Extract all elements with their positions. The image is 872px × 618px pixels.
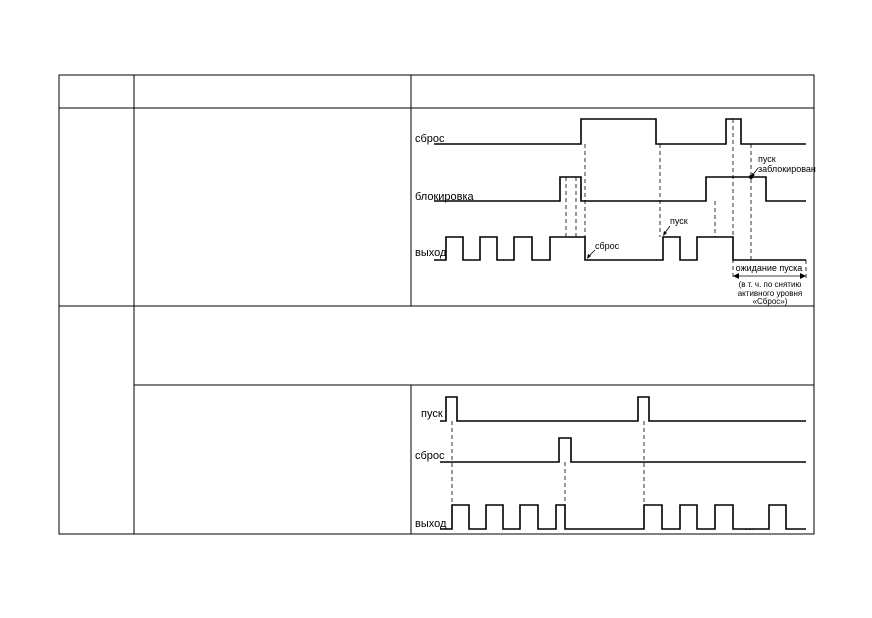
signal-label-start: пуск <box>421 408 443 420</box>
waveform-block <box>434 176 806 202</box>
annotation-start-blocked-2: заблокирован <box>758 164 816 174</box>
timing-diagram-top: сброс блокировка выход пуск заблокирован… <box>415 118 816 306</box>
signal-label-block: блокировка <box>415 191 475 203</box>
waiting-arrow-left <box>733 273 739 279</box>
signal-label-output: выход <box>415 247 447 259</box>
signal-label-reset-bottom: сброс <box>415 450 445 462</box>
table-grid <box>58 74 815 535</box>
waveform-output-bottom <box>440 504 806 530</box>
annotation-waiting-note-3: «Сброс») <box>753 297 788 306</box>
arrow-reset-head <box>587 254 591 259</box>
annotation-waiting-note-2: активного уровня <box>738 289 803 298</box>
annotation-start-blocked: пуск <box>758 154 776 164</box>
timing-diagram-bottom: пуск сброс выход … <box>415 396 806 533</box>
start-blocked-dot <box>749 175 753 179</box>
guide-lines-top <box>565 119 807 280</box>
waveform-reset-bottom <box>440 437 806 463</box>
annotation-waiting: ожидание пуска <box>736 263 803 273</box>
annotation-reset: сброс <box>595 241 620 251</box>
annotation-start: пуск <box>670 216 688 226</box>
waveform-output <box>434 236 806 261</box>
waveform-reset <box>434 118 806 145</box>
waveform-start <box>440 396 806 422</box>
waiting-arrow-right <box>800 273 806 279</box>
signal-label-output-bottom: выход <box>415 518 447 530</box>
output-ellipsis: … <box>745 521 756 533</box>
annotation-waiting-note-1: (в т. ч. по снятию <box>739 280 802 289</box>
signal-label-reset: сброс <box>415 133 445 145</box>
table-border <box>58 74 815 535</box>
guide-lines-bottom <box>451 421 645 505</box>
arrow-start-head <box>663 231 667 236</box>
